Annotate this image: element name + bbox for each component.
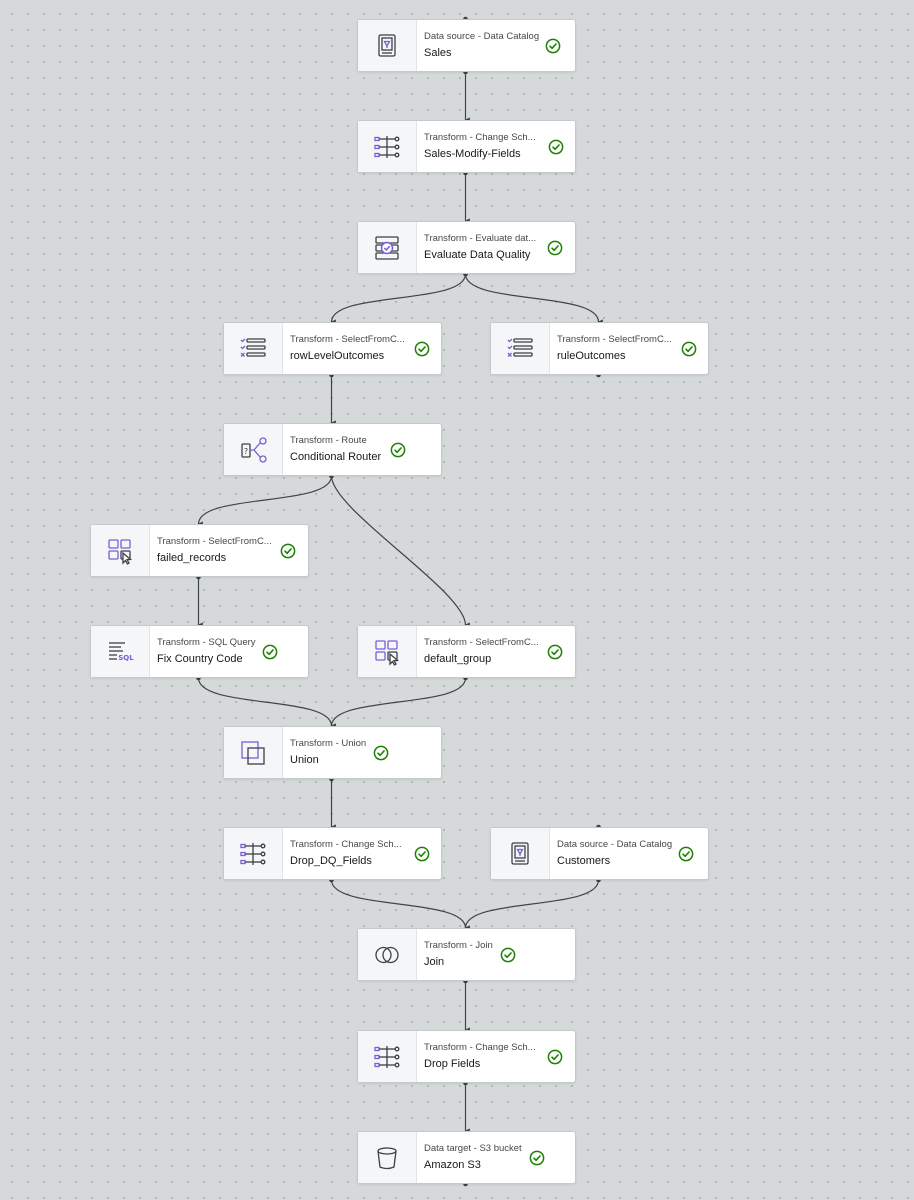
node-evaluate-data-quality[interactable]: Transform - Evaluate dat... Evaluate Data… (357, 221, 576, 274)
select-grid-icon (358, 626, 417, 677)
success-check-icon (678, 846, 694, 862)
success-check-icon (529, 1150, 545, 1166)
edge-n3-n4 (330, 273, 467, 325)
node-title: Fix Country Code (157, 653, 243, 665)
node-title: Customers (557, 855, 611, 867)
success-check-icon (414, 846, 430, 862)
success-check-icon (547, 240, 563, 256)
node-drop-dq-fields[interactable]: Transform - Change Sch... Drop_DQ_Fields (223, 827, 442, 880)
node-title: Join (424, 956, 445, 968)
success-check-icon (545, 38, 561, 54)
node-type-label: Transform - Route (290, 435, 367, 446)
node-title: Conditional Router (290, 451, 382, 463)
select-grid-icon (91, 525, 150, 576)
data-quality-icon (358, 222, 417, 273)
catalog-icon (491, 828, 550, 879)
node-title: Amazon S3 (424, 1159, 481, 1171)
success-check-icon (414, 341, 430, 357)
node-type-label: Transform - SelectFromC... (424, 637, 539, 648)
success-check-icon (390, 442, 406, 458)
node-type-label: Transform - Join (424, 940, 493, 951)
success-check-icon (262, 644, 278, 660)
select-list-icon (224, 323, 283, 374)
svg-text:?: ? (244, 447, 248, 456)
route-icon: ? (224, 424, 283, 475)
success-check-icon (547, 1049, 563, 1065)
node-type-label: Transform - SelectFromC... (290, 334, 405, 345)
node-title: Drop Fields (424, 1058, 481, 1070)
s3-bucket-icon (358, 1132, 417, 1183)
success-check-icon (681, 341, 697, 357)
node-type-label: Transform - Change Sch... (424, 132, 536, 143)
node-default-group[interactable]: Transform - SelectFromC... default_group (357, 625, 576, 678)
success-check-icon (500, 947, 516, 963)
success-check-icon (373, 745, 389, 761)
node-title: failed_records (157, 552, 227, 564)
node-title: default_group (424, 653, 492, 665)
node-type-label: Transform - Change Sch... (290, 839, 402, 850)
node-type-label: Data source - Data Catalog (557, 839, 673, 850)
node-sales-modify-fields[interactable]: Transform - Change Sch... Sales-Modify-Fi… (357, 120, 576, 173)
node-ruleoutcomes[interactable]: Transform - SelectFromC... ruleOutcomes (490, 322, 709, 375)
node-title: Evaluate Data Quality (424, 249, 531, 261)
edge-n12-n13 (464, 879, 600, 931)
node-failed-records[interactable]: Transform - SelectFromC... failed_records (90, 524, 309, 577)
edge-n3-n5 (464, 273, 603, 325)
node-type-label: Transform - Union (290, 738, 367, 749)
success-check-icon (547, 644, 563, 660)
sql-icon: SQL (91, 626, 150, 677)
node-title: rowLevelOutcomes (290, 350, 385, 362)
edge-n6-n7 (197, 475, 333, 527)
node-title: Sales-Modify-Fields (424, 148, 521, 160)
catalog-icon (358, 20, 417, 71)
node-type-label: Transform - SelectFromC... (157, 536, 272, 547)
edge-n6-n9 (330, 475, 470, 628)
union-icon (224, 727, 283, 778)
node-rowleveloutcomes[interactable]: Transform - SelectFromC... rowLevelOutcom… (223, 322, 442, 375)
node-type-label: Transform - SQL Query (157, 637, 256, 648)
node-type-label: Transform - SelectFromC... (557, 334, 672, 345)
success-check-icon (280, 543, 296, 559)
node-type-label: Transform - Evaluate dat... (424, 233, 537, 244)
change-schema-icon (358, 1031, 417, 1082)
node-type-label: Data source - Data Catalog (424, 31, 540, 42)
change-schema-icon (358, 121, 417, 172)
node-title: Sales (424, 47, 452, 59)
svg-text:SQL: SQL (118, 654, 134, 662)
node-drop-fields[interactable]: Transform - Change Sch... Drop Fields (357, 1030, 576, 1083)
select-list-icon (491, 323, 550, 374)
node-type-label: Data target - S3 bucket (424, 1143, 522, 1154)
join-icon (358, 929, 417, 980)
node-title: Drop_DQ_Fields (290, 855, 372, 867)
node-type-label: Transform - Change Sch... (424, 1042, 536, 1053)
node-title: ruleOutcomes (557, 350, 626, 362)
success-check-icon (548, 139, 564, 155)
edge-n9-n10 (330, 677, 467, 729)
edge-n11-n13 (330, 879, 470, 931)
edge-n8-n10 (197, 677, 336, 729)
node-title: Union (290, 754, 319, 766)
change-schema-icon (224, 828, 283, 879)
